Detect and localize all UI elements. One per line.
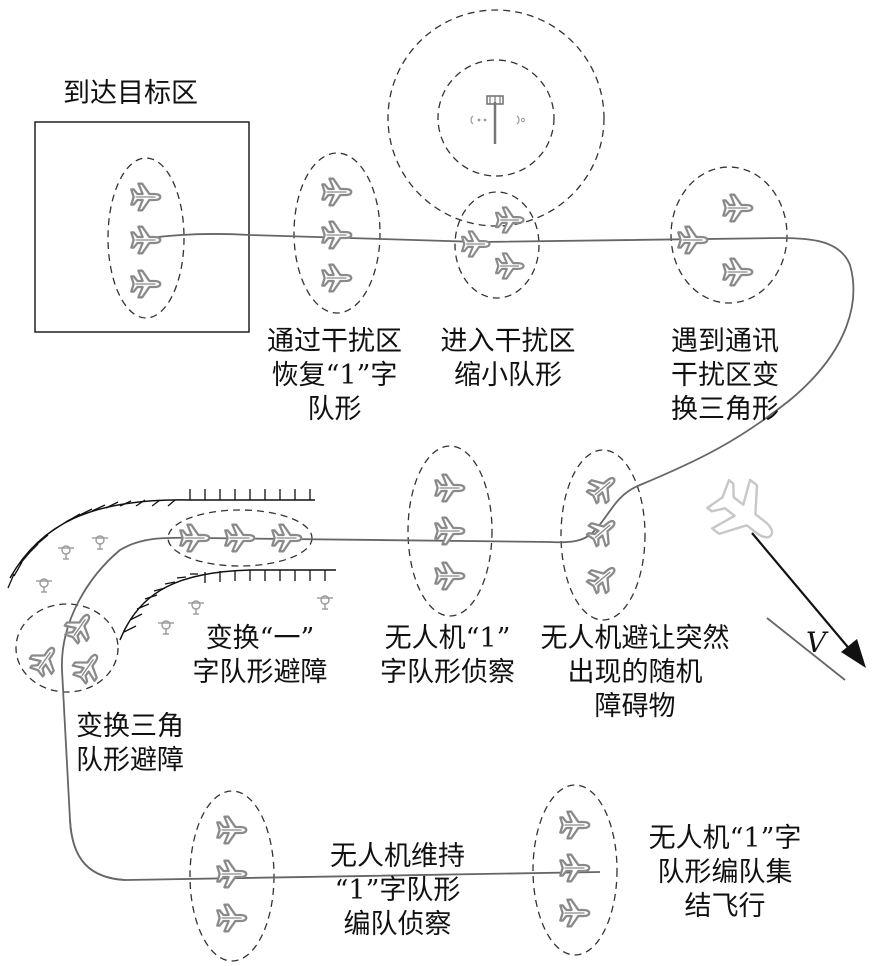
airplane-icon [321, 177, 353, 207]
obstacle-icon [187, 600, 205, 615]
label-enter-jamming: 进入干扰区缩小队形 [428, 325, 588, 393]
airplane-icon [216, 859, 248, 889]
label-line: 进入干扰区 [440, 326, 576, 357]
label-line: 结飞行 [684, 891, 766, 922]
airplane-icon [582, 557, 624, 599]
radio-tower-icon [470, 95, 526, 144]
label-line: 字队形侦察 [380, 657, 515, 688]
label-line: 无人机“1” [384, 623, 511, 654]
airplane-icon [130, 225, 162, 255]
obstacle-icon [157, 620, 175, 635]
airplane-icon [321, 263, 353, 293]
label-pass-jamming: 通过干扰区恢复“1”字队形 [257, 325, 412, 427]
obstacle-icon [57, 545, 75, 560]
airplane-icon [130, 182, 162, 212]
airplane-icon [677, 225, 709, 255]
obstacle-icon [316, 595, 334, 610]
label-recon: 无人机“1”字队形侦察 [365, 622, 530, 690]
airplane-icon [559, 810, 591, 840]
label-comm-jamming: 遇到通讯干扰区变换三角形 [655, 325, 795, 427]
label-target-zone: 到达目标区 [63, 77, 198, 111]
airplane-icon [216, 815, 248, 845]
label-line-avoidance: 变换“一”字队形避障 [180, 622, 340, 690]
airplane-icon [494, 252, 525, 280]
airplane-icon [321, 220, 353, 250]
label-line: 恢复“1”字 [271, 360, 398, 391]
formation-ellipse [293, 152, 381, 314]
airplane-icon [130, 269, 162, 299]
target-zone-box [34, 121, 250, 333]
flight-path [61, 233, 855, 881]
airplane-icon [460, 230, 491, 258]
obstacle-icon [35, 578, 53, 593]
formation-ellipse [454, 191, 540, 299]
label-line: 无人机维持 [330, 841, 465, 872]
airplane-icon [434, 473, 466, 503]
formation-ellipse [15, 603, 119, 693]
formation-ellipse [167, 509, 313, 567]
label-line: 队形编队集 [657, 857, 793, 888]
obstacle-wall-lower [119, 569, 336, 641]
formation-ellipse [560, 449, 646, 621]
label-line: 字队形避障 [192, 657, 328, 688]
airplane-icon [559, 853, 591, 883]
label-triangle-avoidance: 变换三角队形避障 [55, 710, 205, 778]
label-assemble: 无人机“1”字队形编队集结飞行 [625, 822, 825, 924]
label-line: “1”字队形 [334, 875, 461, 906]
formation-ellipse [407, 445, 493, 617]
airplane-icon [722, 257, 754, 287]
airplane-icon [59, 606, 101, 648]
label-line: 变换三角 [76, 711, 184, 742]
label-line: 障碍物 [594, 691, 676, 722]
airplane-icon [24, 639, 66, 681]
airplane-icon [216, 903, 248, 933]
obstacle-icon [91, 535, 109, 550]
label-line: 无人机“1”字 [648, 823, 802, 854]
obstacle-wall-upper [7, 489, 315, 589]
label-line: 编队侦察 [343, 909, 452, 940]
airplane-icon [494, 206, 525, 234]
label-line: 通过干扰区 [267, 326, 402, 357]
label-line: 队形避障 [76, 745, 184, 776]
airplane-icon [271, 523, 303, 553]
velocity-arrow [751, 532, 866, 668]
label-line: 换三角形 [671, 394, 779, 425]
airplane-icon [224, 523, 256, 553]
label-line: 队形 [307, 394, 362, 425]
label-maintain-formation: 无人机维持“1”字队形编队侦察 [290, 840, 505, 942]
velocity-label: V [806, 626, 829, 659]
label-line: 干扰区变 [671, 360, 779, 391]
airplane-icon [582, 510, 624, 552]
label-line: 遇到通讯 [671, 326, 779, 357]
formation-ellipse [532, 784, 618, 956]
label-line: 变换“一” [205, 623, 315, 654]
label-line: 到达目标区 [63, 78, 198, 109]
label-line: 出现的随机 [567, 657, 703, 688]
formation-ellipse [107, 157, 185, 319]
airplane-icon [434, 561, 466, 591]
formation-ellipse [670, 166, 788, 304]
airplane-icon [179, 523, 211, 553]
random-obstacle-aircraft-icon [706, 478, 774, 539]
airplane-icon [559, 898, 591, 928]
label-line: 缩小队形 [454, 360, 562, 391]
airplane-icon [722, 193, 754, 223]
label-random-obstacle: 无人机避让突然出现的随机障碍物 [520, 622, 750, 724]
label-line: 无人机避让突然 [540, 623, 730, 654]
formation-ellipse [189, 790, 275, 962]
